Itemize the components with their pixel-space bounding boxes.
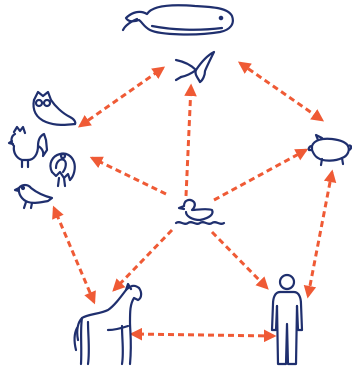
horse-icon	[73, 282, 143, 366]
arrows-layer	[52, 61, 337, 343]
duck-icon	[174, 198, 226, 225]
human-icon	[270, 273, 304, 366]
rooster-icon	[7, 125, 49, 169]
arrow-duck-bird	[184, 83, 197, 197]
arrow-bird-pig	[237, 61, 325, 122]
songbird-icon	[13, 183, 54, 210]
bird-icon	[174, 50, 216, 84]
arrow-poultry-bird	[77, 66, 166, 128]
turkey-icon	[49, 152, 76, 188]
arrow-duck-horse	[112, 228, 174, 292]
arrow-pig-human	[303, 169, 337, 299]
owl-icon	[32, 90, 77, 126]
arrow-duck-pig	[213, 148, 309, 202]
arrow-duck-human	[210, 230, 269, 290]
pig-icon	[307, 133, 352, 167]
arrow-horse-poultry	[52, 205, 96, 305]
arrow-duck-turkey	[89, 156, 167, 196]
whale-icon	[121, 4, 234, 36]
arrow-human-horse	[129, 327, 277, 343]
